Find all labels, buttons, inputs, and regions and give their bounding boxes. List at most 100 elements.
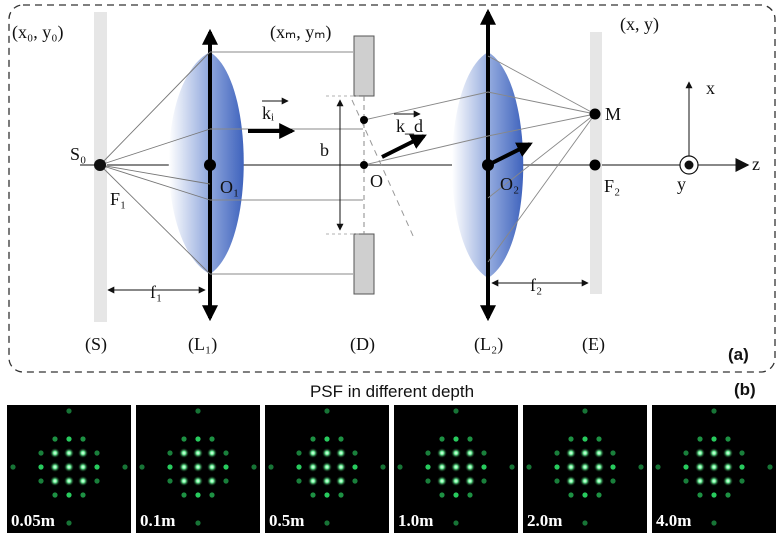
psf-spot bbox=[467, 492, 473, 498]
image-coords-label: (x, y) bbox=[620, 14, 659, 35]
psf-spot bbox=[167, 450, 173, 456]
diffracted-wave-vector bbox=[381, 134, 427, 159]
psf-spot bbox=[336, 462, 346, 472]
y-axis-label: y bbox=[677, 174, 686, 194]
panel-a-border bbox=[8, 4, 776, 373]
psf-spot bbox=[481, 478, 487, 484]
psf-tile: 0.1m bbox=[136, 405, 260, 533]
o1-label: O₁ bbox=[220, 177, 239, 197]
psf-spot bbox=[723, 476, 733, 486]
psf-depth-label: 4.0m bbox=[656, 511, 691, 530]
m-label: M bbox=[605, 104, 621, 124]
psf-spot bbox=[709, 476, 719, 486]
psf-spot bbox=[554, 478, 560, 484]
psf-spot bbox=[725, 436, 731, 442]
psf-spot bbox=[711, 520, 717, 526]
psf-spot bbox=[352, 464, 358, 470]
psf-spot bbox=[207, 448, 217, 458]
psf-spot bbox=[352, 478, 358, 484]
psf-spot bbox=[308, 448, 318, 458]
plane-e-label: (E) bbox=[582, 334, 605, 355]
psf-spot bbox=[509, 464, 515, 470]
psf-spot bbox=[425, 450, 431, 456]
psf-spot bbox=[580, 462, 590, 472]
psf-spot bbox=[167, 464, 173, 470]
psf-spot bbox=[195, 520, 201, 526]
psf-depth-label: 2.0m bbox=[527, 511, 562, 530]
psf-spot bbox=[64, 448, 74, 458]
psf-spot bbox=[296, 478, 302, 484]
psf-spot bbox=[181, 436, 187, 442]
psf-spot bbox=[465, 462, 475, 472]
psf-spot bbox=[695, 476, 705, 486]
plane-s-label: (S) bbox=[85, 334, 107, 355]
psf-spot bbox=[193, 448, 203, 458]
aperture-point bbox=[360, 116, 368, 124]
psf-spot bbox=[655, 464, 661, 470]
psf-spot bbox=[723, 462, 733, 472]
psf-spot bbox=[209, 492, 215, 498]
psf-spot bbox=[582, 408, 588, 414]
psf-spot bbox=[179, 448, 189, 458]
psf-spot bbox=[683, 478, 689, 484]
psf-spot bbox=[582, 492, 588, 498]
source-rays bbox=[99, 51, 211, 275]
psf-spot bbox=[179, 476, 189, 486]
psf-spot bbox=[207, 462, 217, 472]
psf-spot bbox=[451, 462, 461, 472]
diffracted-rays bbox=[363, 55, 596, 263]
psf-spot bbox=[94, 464, 100, 470]
psf-spot bbox=[709, 462, 719, 472]
psf-spot bbox=[594, 448, 604, 458]
psf-spot bbox=[52, 436, 58, 442]
psf-spot bbox=[207, 476, 217, 486]
psf-spot bbox=[711, 492, 717, 498]
psf-tile: 0.05m bbox=[7, 405, 131, 533]
psf-spot bbox=[66, 408, 72, 414]
psf-spot bbox=[451, 448, 461, 458]
psf-spot bbox=[596, 492, 602, 498]
z-axis-label: z bbox=[752, 154, 760, 174]
source-point bbox=[94, 159, 106, 171]
psf-spot bbox=[50, 448, 60, 458]
psf-spot bbox=[139, 464, 145, 470]
psf-spot bbox=[181, 492, 187, 498]
psf-title: PSF in different depth bbox=[310, 382, 474, 401]
psf-spot bbox=[439, 436, 445, 442]
psf-spot bbox=[322, 476, 332, 486]
psf-spot bbox=[336, 476, 346, 486]
psf-spot bbox=[582, 520, 588, 526]
psf-spot bbox=[80, 436, 86, 442]
aperture-width-label: b bbox=[320, 140, 329, 160]
psf-spot bbox=[723, 448, 733, 458]
psf-spot bbox=[683, 464, 689, 470]
psf-depth-label: 0.05m bbox=[11, 511, 55, 530]
psf-spot bbox=[566, 448, 576, 458]
psf-spot bbox=[554, 464, 560, 470]
psf-spot bbox=[338, 492, 344, 498]
psf-spot bbox=[296, 450, 302, 456]
o2-label: O₂ bbox=[500, 174, 519, 194]
psf-spot bbox=[78, 448, 88, 458]
psf-spot bbox=[94, 478, 100, 484]
psf-spot bbox=[50, 462, 60, 472]
psf-spot bbox=[453, 492, 459, 498]
psf-spot bbox=[594, 476, 604, 486]
psf-spot bbox=[697, 436, 703, 442]
lens-2-center bbox=[482, 159, 494, 171]
panel-b-tag: (b) bbox=[734, 380, 756, 399]
psf-spot bbox=[64, 462, 74, 472]
psf-spot bbox=[582, 436, 588, 442]
f1-point-label: F₁ bbox=[110, 189, 126, 209]
psf-spot bbox=[425, 464, 431, 470]
psf-spot bbox=[451, 476, 461, 486]
psf-spot bbox=[683, 450, 689, 456]
psf-spot bbox=[711, 408, 717, 414]
kd-label: k_d bbox=[396, 116, 423, 136]
psf-spot bbox=[397, 464, 403, 470]
psf-spot bbox=[596, 436, 602, 442]
psf-spot bbox=[223, 478, 229, 484]
psf-depth-label: 0.5m bbox=[269, 511, 304, 530]
psf-tile: 2.0m bbox=[523, 405, 647, 533]
